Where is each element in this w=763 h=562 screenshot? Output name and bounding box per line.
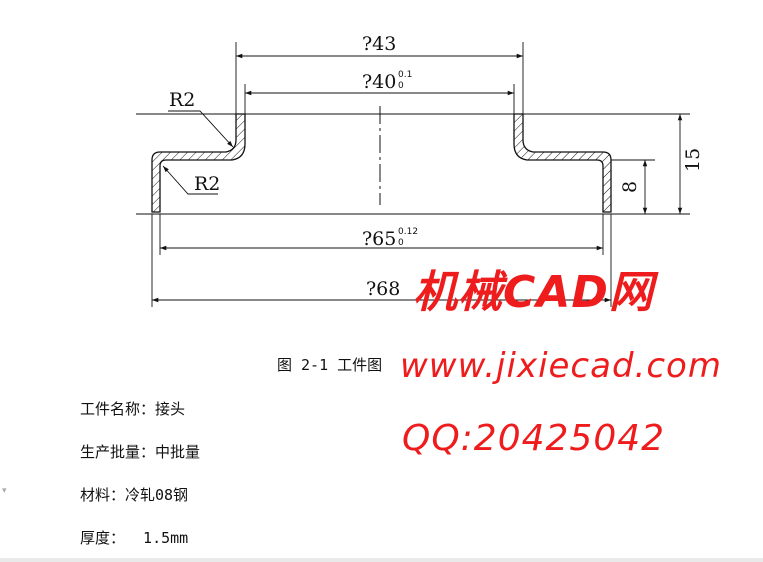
watermark-qq: QQ:20425042	[402, 418, 666, 459]
figure-caption: 图 2-1 工件图	[277, 356, 383, 374]
info-batch: 生产批量：中批量	[80, 443, 201, 461]
dim-40-tol-lower: 0	[398, 81, 404, 91]
dim-65-text: ?65	[362, 228, 396, 250]
watermark-title: 机械CAD网	[413, 267, 654, 318]
r2-bottom-leader	[162, 165, 218, 195]
r2-bottom-label: R2	[194, 173, 220, 195]
info-part-name: 工件名称：接头	[80, 400, 186, 418]
dim-15-text: 15	[682, 148, 704, 172]
dimension-lines	[151, 53, 683, 303]
dim-65-tol-lower: 0	[398, 238, 404, 248]
dim-43-text: ?43	[362, 33, 396, 55]
r2-top-leader	[168, 110, 234, 148]
dim-40-text: ?40	[362, 71, 396, 93]
r2-top-label: R2	[169, 89, 195, 111]
left-section	[151, 113, 246, 213]
dim-68-text: ?68	[366, 278, 400, 300]
dropdown-arrow-icon: ▾	[2, 486, 7, 496]
extension-lines	[136, 42, 690, 307]
watermark-url: www.jixiecad.com	[400, 346, 722, 386]
bottom-bar	[0, 558, 763, 562]
right-section	[513, 113, 612, 213]
dim-8-text: 8	[619, 181, 641, 193]
part-section	[151, 113, 612, 213]
dim-40-tol-upper: 0.1	[398, 70, 412, 80]
dim-65-tol-upper: 0.12	[398, 227, 418, 237]
info-thickness: 厚度： 1.5mm	[80, 529, 189, 547]
info-material: 材料：冷轧08钢	[80, 486, 189, 504]
